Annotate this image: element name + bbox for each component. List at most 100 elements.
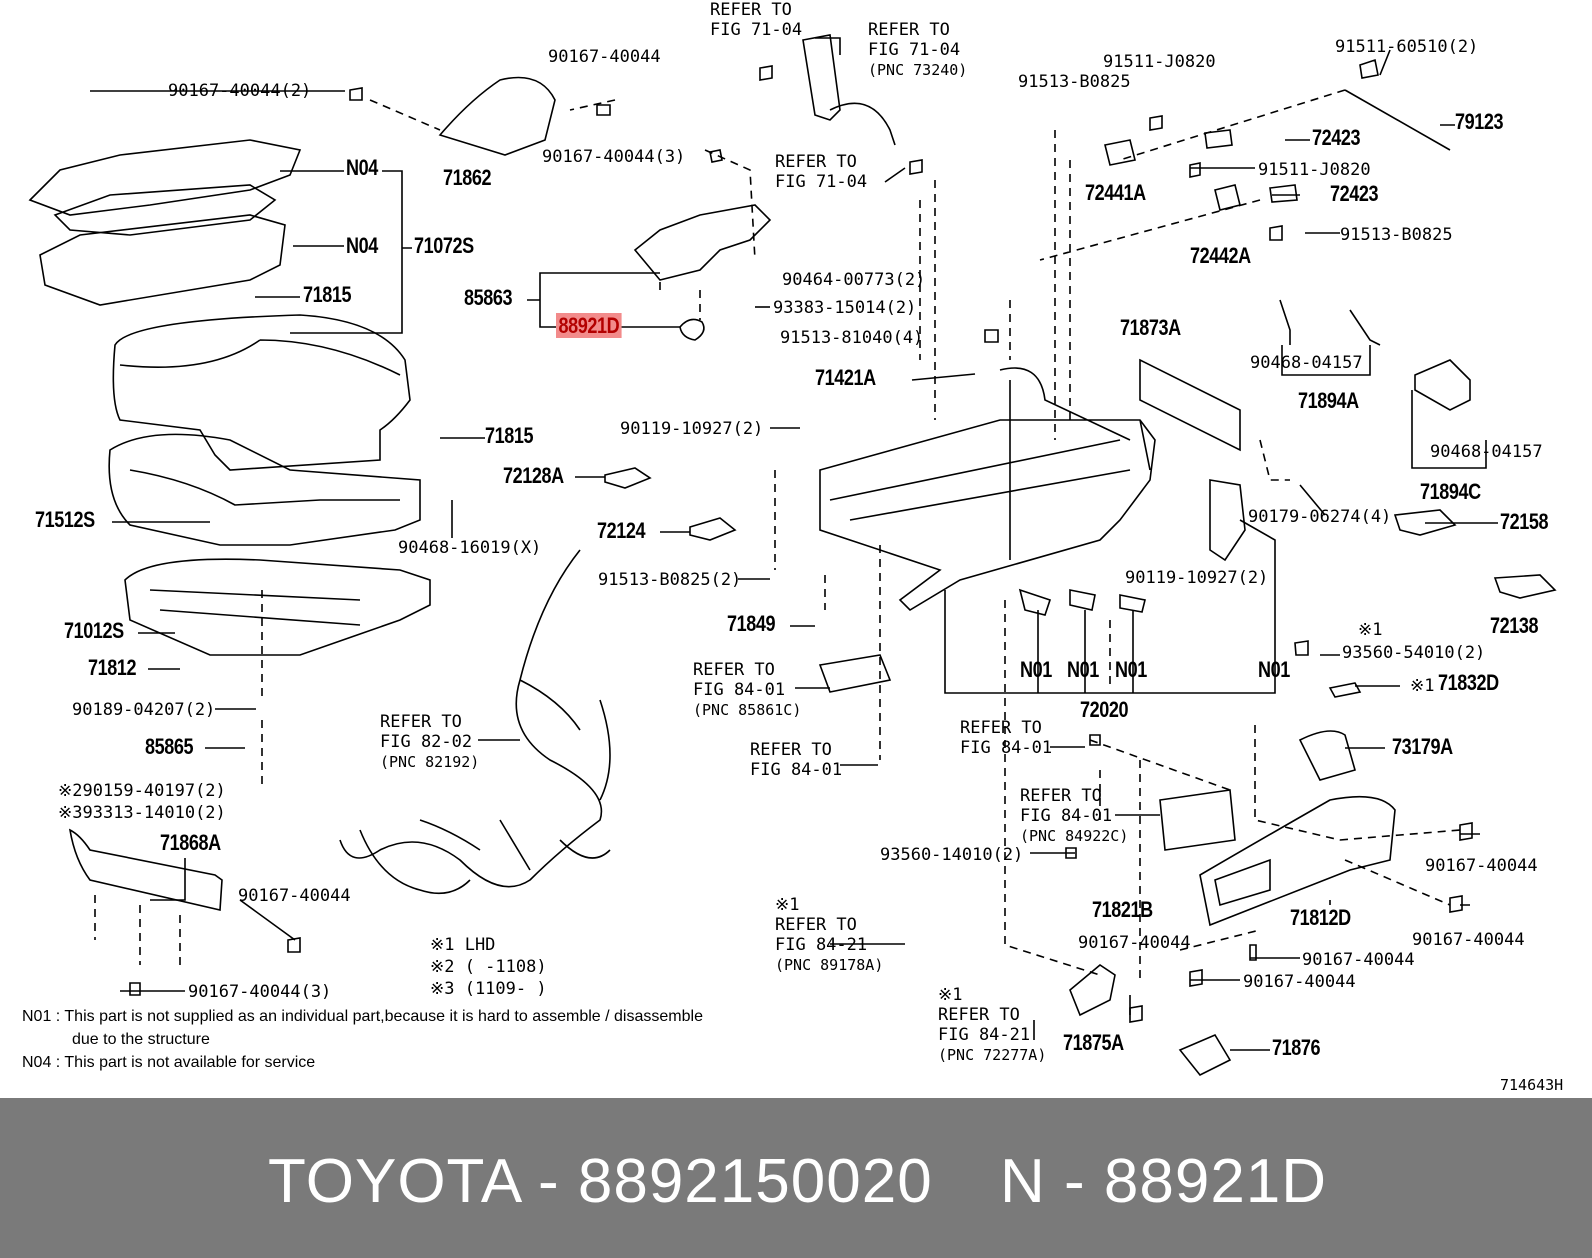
part-90159-40197: ※290159-40197(2) — [58, 781, 226, 801]
part-72124: 72124 — [597, 518, 646, 543]
part-72128a: 72128A — [503, 463, 564, 488]
part-90468-04157-a: 90468-04157 — [1250, 353, 1363, 373]
part-71421a: 71421A — [815, 365, 876, 390]
part-91513-b0825-b: 91513-B0825 — [1340, 225, 1453, 245]
part-90167-40044-j: 90167-40044 — [1078, 933, 1191, 953]
part-71849: 71849 — [727, 611, 776, 636]
part-90167-40044-g: 90167-40044 — [1412, 930, 1525, 950]
part-71815-b: 71815 — [485, 423, 534, 448]
part-91513-81040: 91513-81040(4) — [780, 328, 924, 348]
mark-lhd-b: ※1 — [1410, 676, 1435, 696]
seat-frame-lower-drawing — [124, 558, 431, 656]
spring-71421a-drawing — [911, 373, 976, 381]
part-90464-00773: 90464-00773(2) — [782, 270, 926, 290]
label-71832d-drawing — [1328, 682, 1362, 698]
footer-reference-code: N - 88921D — [1000, 1147, 1328, 1216]
leader-71868a — [150, 858, 186, 901]
part-93383-15014: 93383-15014(2) — [773, 298, 917, 318]
plate-72128a-drawing — [604, 467, 652, 489]
part-71862: 71862 — [443, 165, 492, 190]
part-79123: 79123 — [1455, 109, 1504, 134]
part-90167-40044-a: 90167-40044 — [548, 47, 661, 67]
part-n04-a: N04 — [346, 155, 378, 180]
part-90167-40044-e: 90167-40044(3) — [188, 982, 332, 1002]
part-n01-c: N01 — [1115, 657, 1147, 682]
seat-cover-pad-drawing — [28, 139, 302, 306]
part-71875a: 71875A — [1063, 1030, 1124, 1055]
part-71894c: 71894C — [1420, 479, 1481, 504]
part-93560-54010: 93560-54010(2) — [1342, 643, 1486, 663]
part-71072s: 71072S — [414, 233, 474, 258]
part-90167-40044-3: 90167-40044(3) — [542, 147, 686, 167]
bracket-71876-drawing — [1178, 1033, 1232, 1077]
part-90179-06274: 90179-06274(4) — [1248, 507, 1392, 527]
side-trim-drawing — [68, 828, 223, 911]
part-72020: 72020 — [1080, 697, 1129, 722]
part-90167-40044-2: 90167-40044(2) — [168, 81, 312, 101]
leader-n04-group — [280, 170, 412, 334]
leader-90167-left — [90, 90, 345, 992]
leader-72020 — [944, 519, 1276, 694]
bracket-72158-drawing — [1393, 509, 1457, 536]
ecu-85861c-drawing — [818, 654, 892, 693]
part-n01-d: N01 — [1258, 657, 1290, 682]
part-71512s: 71512S — [35, 507, 95, 532]
rail-71873a-drawing — [1139, 358, 1241, 452]
bracket-71862-drawing — [438, 76, 556, 156]
part-71832d: 71832D — [1438, 670, 1499, 695]
bracket-71894a-drawing — [1279, 299, 1381, 346]
cap-88921d-drawing — [679, 318, 705, 341]
part-90189-04207: 90189-04207(2) — [72, 700, 216, 720]
part-88921d-highlighted: 88921D — [556, 313, 622, 338]
bracket-72138-drawing — [1493, 574, 1557, 599]
rod-79123-drawing — [1344, 89, 1451, 151]
part-72442a: 72442A — [1190, 243, 1251, 268]
part-72423-b: 72423 — [1330, 181, 1379, 206]
part-72441a: 72441A — [1085, 180, 1146, 205]
part-90167-40044-i: 90167-40044 — [1243, 972, 1356, 992]
part-71821b: 71821B — [1092, 897, 1153, 922]
part-71812d: 71812D — [1290, 905, 1351, 930]
part-72423-a: 72423 — [1312, 125, 1361, 150]
dashed-lines-left — [94, 99, 756, 970]
motor-drawing — [1018, 479, 1246, 616]
part-93560-14010: 93560-14010(2) — [880, 845, 1024, 865]
bracket-71875a-drawing — [1069, 964, 1116, 1017]
part-91511-j0820-b: 91511-J0820 — [1258, 160, 1371, 180]
leader-refs — [795, 37, 1160, 1040]
part-91513-b0825-2: 91513-B0825(2) — [598, 570, 742, 590]
footer-bar: TOYOTA - 8892150020 N - 88921D — [0, 1098, 1592, 1258]
wire-harness-drawing — [339, 549, 611, 895]
part-71873a: 71873A — [1120, 315, 1181, 340]
bracket-71894c-drawing — [1414, 359, 1471, 411]
belt-buckle-drawing — [802, 34, 896, 146]
legend-range-2: ※2 ( -1108) — [430, 957, 547, 977]
mark-lhd-a: ※1 — [1358, 620, 1383, 640]
part-91511-j0820-a: 91511-J0820 — [1103, 52, 1216, 72]
small-parts — [129, 58, 1473, 1023]
part-85863: 85863 — [464, 285, 513, 310]
part-71012s: 71012S — [64, 618, 124, 643]
legend-lhd: ※1 LHD — [430, 935, 496, 955]
leader-right-misc — [1030, 49, 1498, 1015]
part-n04-b: N04 — [346, 233, 378, 258]
dashed-lines-right — [774, 89, 1461, 980]
part-n01-b: N01 — [1067, 657, 1099, 682]
note-n01-cont: due to the structure — [72, 1031, 210, 1048]
seat-adjuster-drawing — [819, 367, 1156, 612]
shield-71812d-drawing — [1199, 795, 1396, 927]
part-71876: 71876 — [1272, 1035, 1321, 1060]
part-90468-04157-b: 90468-04157 — [1430, 442, 1543, 462]
part-71894a: 71894A — [1298, 388, 1359, 413]
part-90468-16019: 90468-16019(X) — [398, 538, 542, 558]
part-90119-10927-b: 90119-10927(2) — [1125, 568, 1269, 588]
part-n01-a: N01 — [1020, 657, 1052, 682]
switch-drawing — [1159, 789, 1236, 851]
part-85865: 85865 — [145, 734, 194, 759]
part-71815-a: 71815 — [303, 282, 352, 307]
